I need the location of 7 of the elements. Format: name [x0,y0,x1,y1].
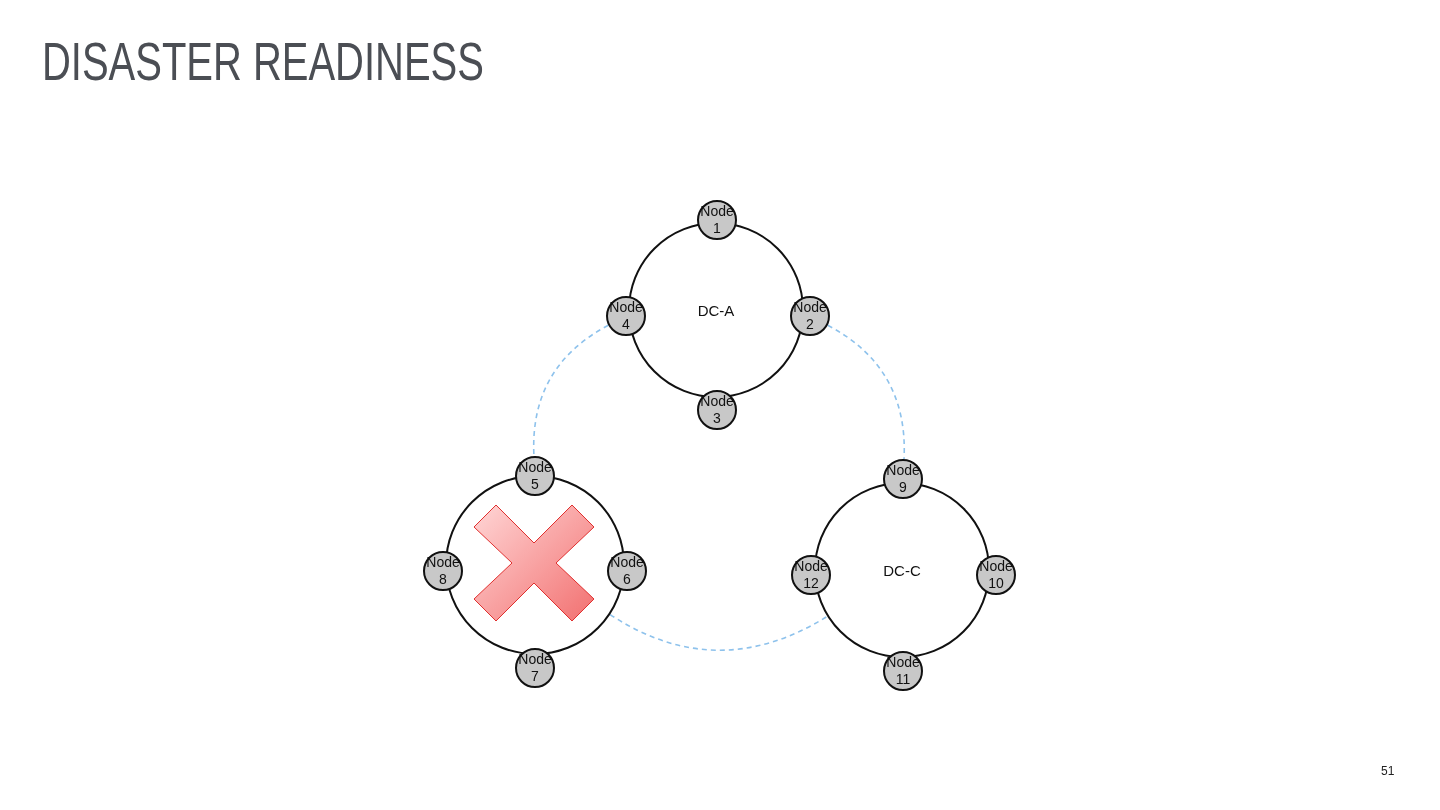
datacenter-label: DC-C [883,561,921,579]
datacenter-label: DC-A [697,301,735,319]
dashed-link [609,613,829,651]
dashed-link [532,324,610,457]
slide-title: DISASTER READINESS [42,34,484,88]
dashed-link [826,324,905,460]
page-number: 51 [1381,764,1395,778]
